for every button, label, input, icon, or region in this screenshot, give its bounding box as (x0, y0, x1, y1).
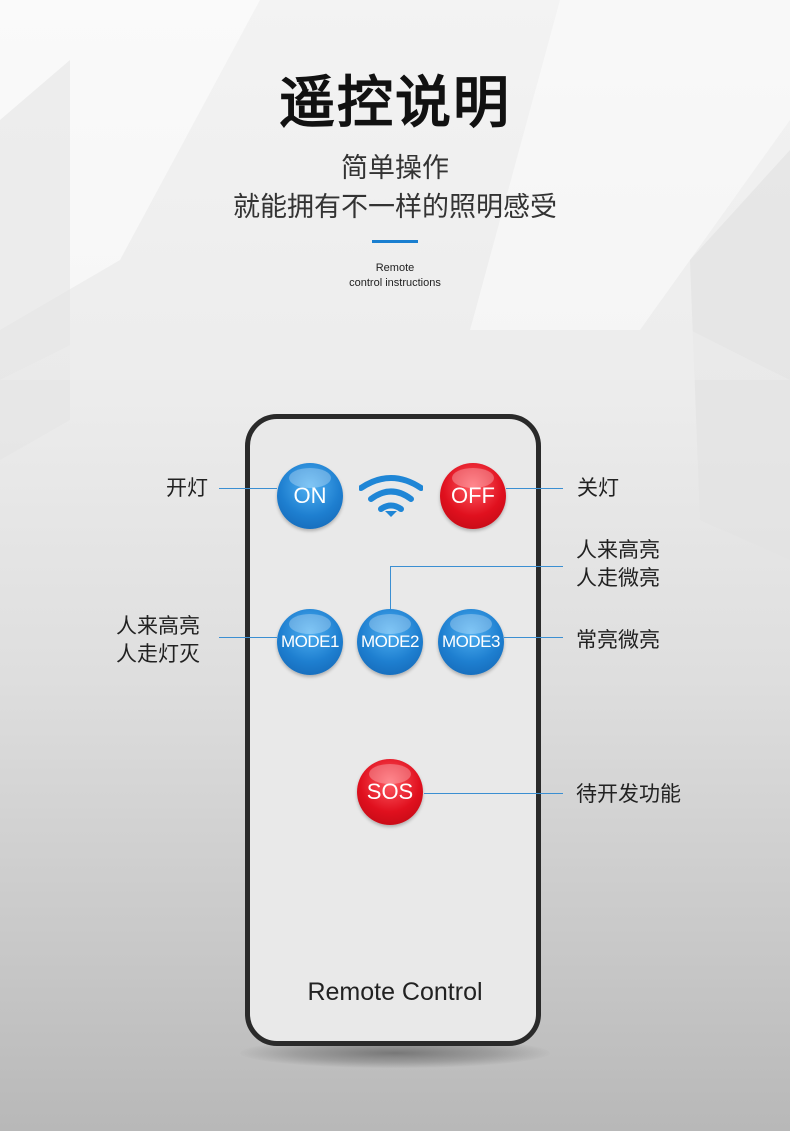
mode1-callout-line (219, 637, 277, 638)
mode3-button-label: MODE3 (442, 632, 500, 651)
mode1-label-line-1: 人来高亮 (116, 614, 200, 638)
on-button[interactable]: ON (277, 463, 343, 529)
wifi-signal-icon (359, 475, 423, 517)
mode1-button-label: MODE1 (281, 632, 339, 651)
english-caption-line-1: Remote (375, 262, 415, 274)
mode3-button[interactable]: MODE3 (438, 609, 504, 675)
mode2-callout-hline (390, 566, 563, 567)
sos-callout-line (424, 793, 563, 794)
mode2-callout-vline (390, 566, 391, 609)
sos-label: 待开发功能 (576, 782, 681, 806)
on-label: 开灯 (166, 476, 208, 500)
off-callout-line (506, 488, 563, 489)
subtitle-line-2: 就能拥有不一样的照明感受 (233, 192, 557, 223)
mode3-callout-line (504, 637, 563, 638)
page-title: 遥控说明 (279, 71, 511, 136)
off-button-label: OFF (451, 483, 495, 508)
mode2-button[interactable]: MODE2 (357, 609, 423, 675)
mode1-label-line-2: 人走灯灭 (116, 642, 200, 666)
sos-button[interactable]: SOS (357, 759, 423, 825)
mode2-label-line-2: 人走微亮 (576, 566, 660, 590)
english-caption-line-2: control instructions (349, 277, 441, 289)
on-button-label: ON (293, 483, 327, 508)
remote-brand-text: Remote Control (307, 978, 483, 1006)
off-button[interactable]: OFF (440, 463, 506, 529)
mode3-label: 常亮微亮 (576, 628, 660, 652)
mode2-button-label: MODE2 (361, 632, 419, 651)
mode1-button[interactable]: MODE1 (277, 609, 343, 675)
subtitle-line-1: 简单操作 (341, 153, 449, 184)
on-callout-line (219, 488, 277, 489)
accent-divider (372, 240, 418, 243)
mode2-label-line-1: 人来高亮 (576, 538, 660, 562)
sos-button-label: SOS (366, 779, 414, 804)
off-label: 关灯 (577, 476, 619, 500)
